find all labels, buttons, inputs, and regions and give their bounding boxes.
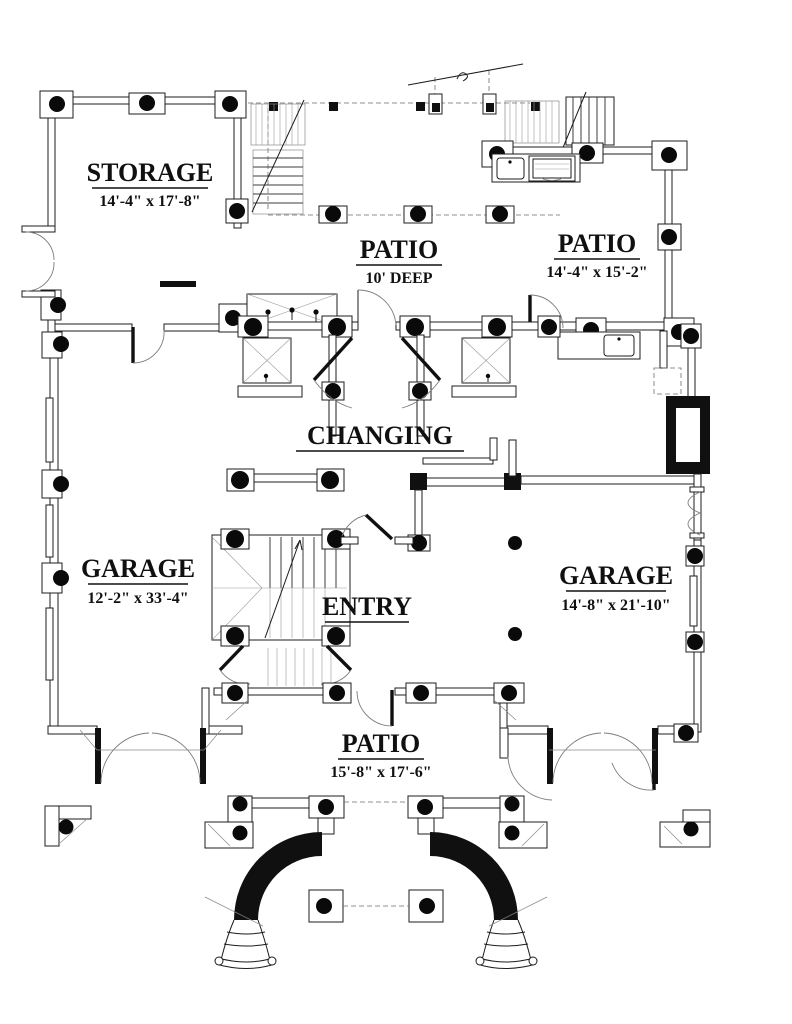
roof-overhang-lines [248, 63, 560, 216]
garage-right-label: GARAGE [559, 561, 673, 590]
garage-left-dims: 12'-2" x 33'-4" [87, 590, 188, 607]
patio-lower-wall [213, 682, 525, 727]
room-garage-right [499, 473, 705, 801]
patio-corner-door [499, 727, 553, 801]
patio-lower-dims: 15'-8" x 17'-6" [330, 764, 431, 781]
room-patio-right [481, 140, 702, 399]
storage-double-door [21, 225, 56, 298]
labels: STORAGE 14'-4" x 17'-8" PATIO 10' DEEP P… [81, 158, 673, 781]
changing-stall-left [237, 334, 354, 437]
patio-right-dims: 14'-4" x 15'-2" [546, 264, 647, 281]
curved-stair-left [204, 896, 277, 969]
chimney [666, 396, 710, 474]
upper-patio-posts [318, 205, 515, 224]
entry-label: ENTRY [322, 592, 412, 621]
grill-counter [491, 153, 581, 183]
patio-lower-door [356, 690, 394, 727]
patio-lower-label: PATIO [342, 729, 420, 758]
patio-upper-label: PATIO [360, 235, 438, 264]
garage-right-dims: 14'-8" x 21'-10" [561, 597, 670, 614]
changing-sink-counter [557, 331, 641, 360]
storage-door [131, 327, 165, 364]
upper-left-stair [250, 99, 306, 215]
upper-right-stair [504, 91, 615, 151]
curved-wall-right [430, 832, 518, 920]
changing-stall-right [400, 334, 517, 437]
garage-right-side-door [611, 760, 656, 791]
room-garage-left [41, 331, 243, 784]
room-entry [211, 513, 414, 686]
storage-dims: 14'-4" x 17'-8" [99, 193, 200, 210]
patio-upper-dims: 10' DEEP [365, 270, 432, 287]
storage-label: STORAGE [87, 158, 214, 187]
roof-break-symbol [456, 72, 468, 82]
terrace [44, 795, 711, 969]
garage-left-label: GARAGE [81, 554, 195, 583]
garage-right-bifold-door [687, 486, 705, 539]
patio-upper-door [357, 289, 397, 326]
room-storage [21, 90, 249, 364]
garage-right-double-door [547, 728, 658, 784]
entry-lower-doors [218, 644, 353, 685]
entry-door [341, 513, 394, 541]
curved-wall-left [234, 832, 322, 920]
curved-stair-right [475, 896, 548, 969]
post-above-symbols [428, 93, 497, 115]
changing-label: CHANGING [307, 421, 453, 450]
patio-right-label: PATIO [558, 229, 636, 258]
room-changing [160, 281, 561, 552]
garage-left-double-door [79, 728, 222, 784]
